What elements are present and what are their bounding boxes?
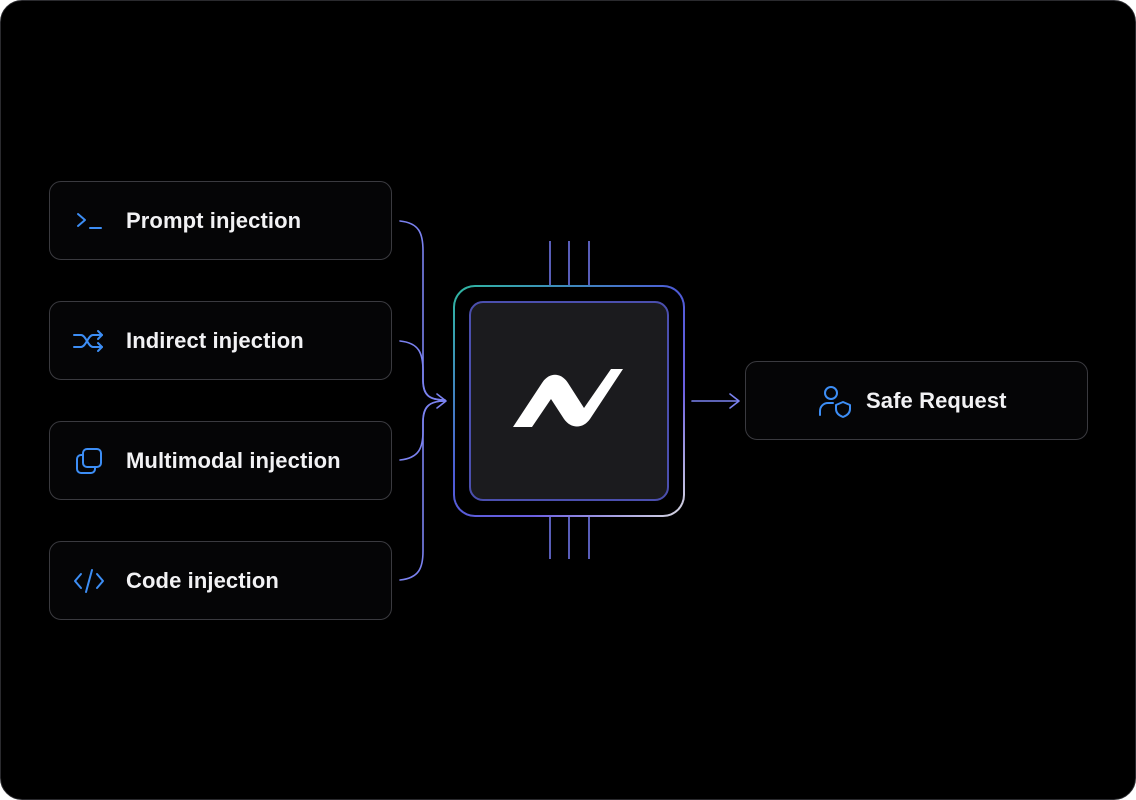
processor-chip — [469, 301, 669, 501]
connector-arrowhead-in — [436, 393, 447, 409]
connector-arrowhead-out — [729, 393, 740, 409]
brand-logo-icon — [513, 367, 625, 436]
connector-code — [399, 400, 446, 581]
input-card-indirect-injection: Indirect injection — [49, 301, 392, 380]
input-card-code-injection: Code injection — [49, 541, 392, 620]
input-label: Code injection — [126, 567, 279, 593]
output-label: Safe Request — [866, 387, 1007, 413]
connector-prompt — [399, 220, 446, 401]
input-label: Prompt injection — [126, 207, 302, 233]
stacked-layers-icon — [72, 444, 106, 478]
code-brackets-icon — [72, 564, 106, 598]
input-label: Multimodal injection — [126, 447, 341, 473]
shuffle-arrows-icon — [72, 324, 106, 358]
input-card-multimodal-injection: Multimodal injection — [49, 421, 392, 500]
output-card-safe-request: Safe Request — [745, 361, 1088, 440]
input-card-prompt-injection: Prompt injection — [49, 181, 392, 260]
terminal-prompt-icon — [72, 204, 106, 238]
connector-multimodal — [399, 400, 446, 461]
connector-indirect — [399, 340, 446, 401]
user-shield-icon — [818, 384, 852, 418]
input-label: Indirect injection — [126, 327, 304, 353]
